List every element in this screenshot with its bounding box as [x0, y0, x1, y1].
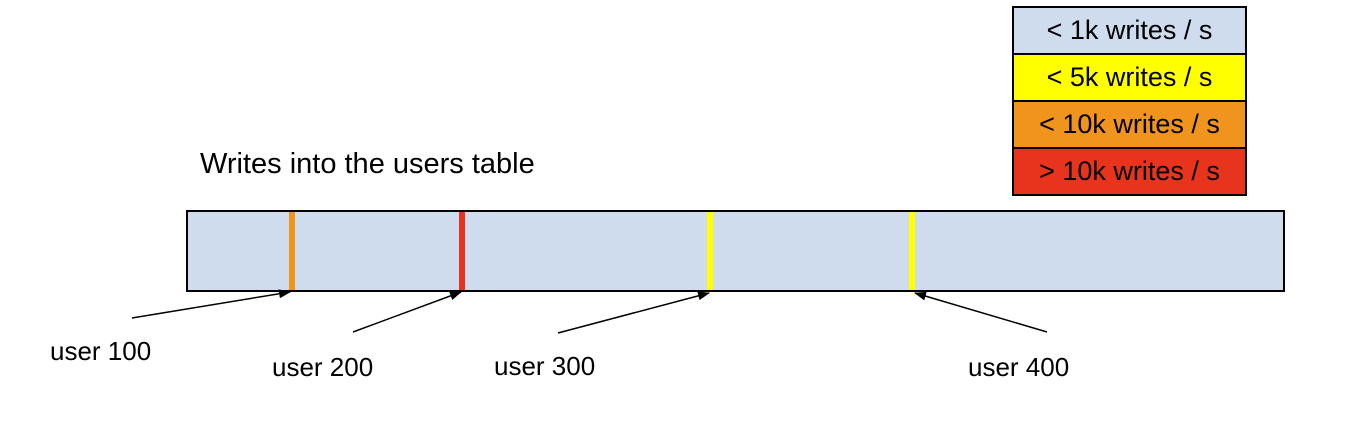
- legend: < 1k writes / s < 5k writes / s < 10k writ…: [1012, 6, 1247, 196]
- callout-label: user 100: [50, 336, 152, 366]
- arrow-icon: [131, 289, 291, 319]
- marker-user-300: [707, 212, 713, 290]
- arrow-icon: [352, 291, 462, 333]
- legend-item-label: < 10k writes / s: [1039, 109, 1220, 139]
- users-table-bar: [186, 210, 1285, 292]
- legend-item-label: < 1k writes / s: [1046, 15, 1213, 45]
- arrow-icon: [557, 291, 710, 334]
- legend-item: > 10k writes / s: [1014, 147, 1245, 194]
- callout-label: user 400: [968, 352, 1070, 382]
- diagram-title: Writes into the users table: [200, 148, 535, 180]
- marker-user-100: [289, 212, 295, 290]
- callout-label: user 200: [272, 352, 374, 382]
- legend-item: < 5k writes / s: [1014, 53, 1245, 100]
- legend-item-label: < 5k writes / s: [1046, 62, 1213, 92]
- legend-item-label: > 10k writes / s: [1039, 156, 1220, 186]
- callout-label: user 300: [494, 351, 596, 381]
- legend-item: < 10k writes / s: [1014, 100, 1245, 147]
- marker-user-200: [459, 212, 465, 290]
- marker-user-400: [909, 212, 915, 290]
- arrow-icon: [914, 291, 1048, 333]
- legend-item: < 1k writes / s: [1014, 8, 1245, 53]
